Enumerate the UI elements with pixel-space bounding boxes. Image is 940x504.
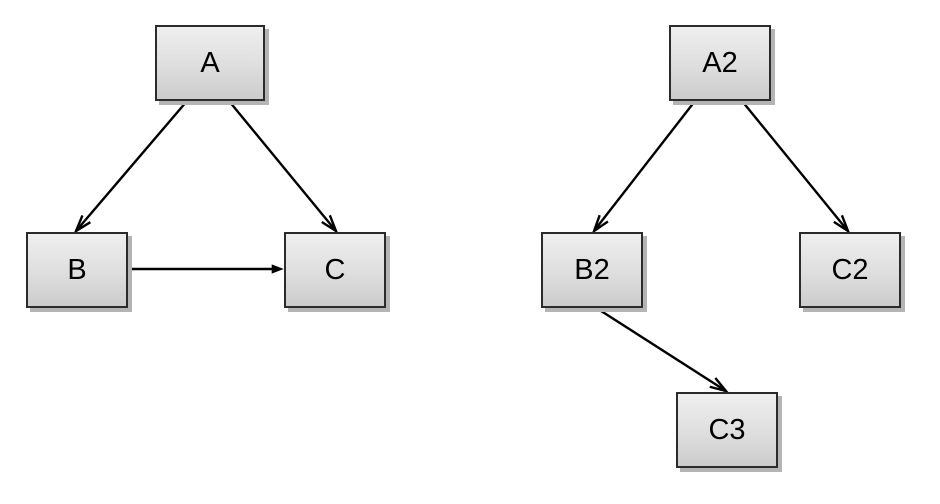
- node-c2[interactable]: C2: [799, 232, 901, 308]
- edge-b-c[interactable]: [128, 264, 284, 274]
- arrowhead-icon: [709, 377, 730, 394]
- edge-a2-c2[interactable]: [741, 100, 851, 235]
- node-a[interactable]: A: [155, 25, 265, 101]
- node-c[interactable]: C: [284, 232, 386, 308]
- arrowhead-icon: [591, 214, 609, 235]
- node-b2[interactable]: B2: [541, 232, 643, 308]
- arrowhead-icon: [73, 214, 91, 234]
- node-b[interactable]: B: [26, 232, 128, 308]
- arrowhead-icon: [271, 264, 284, 274]
- edge-shaft: [597, 307, 725, 391]
- edge-a-c[interactable]: [228, 100, 339, 234]
- edge-a2-b2[interactable]: [591, 100, 696, 235]
- edge-shaft: [594, 100, 696, 231]
- node-label: C3: [708, 413, 746, 446]
- node-label: C2: [831, 253, 869, 286]
- node-label: A2: [702, 46, 738, 79]
- edge-a-b[interactable]: [73, 100, 188, 234]
- node-c3[interactable]: C3: [676, 392, 778, 468]
- edge-b2-c3[interactable]: [597, 307, 730, 394]
- node-label: A: [200, 46, 220, 79]
- edge-shaft: [741, 100, 848, 231]
- arrowhead-icon: [321, 214, 339, 234]
- node-label: B: [67, 253, 87, 286]
- node-label: C: [324, 253, 346, 286]
- node-a2[interactable]: A2: [669, 25, 771, 101]
- node-label: B2: [574, 253, 610, 286]
- arrowhead-icon: [833, 214, 851, 235]
- edge-shaft: [76, 100, 188, 231]
- edge-shaft: [228, 100, 336, 231]
